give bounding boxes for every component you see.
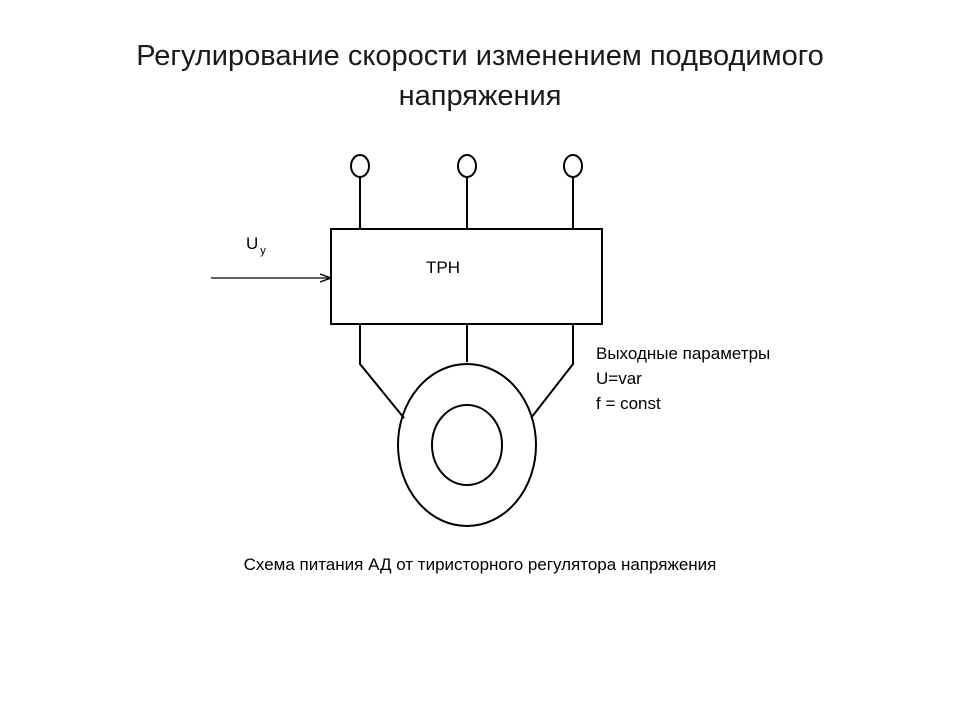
slide-title: Регулирование скорости изменением подвод…: [0, 36, 960, 116]
output-parameters-heading: Выходные параметры: [596, 344, 771, 363]
slide-title-line-2: напряжения: [398, 80, 562, 112]
output-voltage-param: U=var: [596, 369, 642, 388]
control-input-label-subscript: у: [260, 245, 266, 257]
output-frequency-param: f = const: [596, 394, 661, 413]
output-line-left: [359, 324, 405, 419]
motor-rotor: [431, 404, 503, 486]
output-parameters: Выходные параметры U=var f = const: [596, 341, 770, 416]
regulator-block: [330, 228, 603, 325]
supply-terminal-3: [563, 154, 583, 178]
motor-stator: [397, 363, 537, 527]
output-line-right: [530, 324, 574, 419]
supply-terminal-2: [457, 154, 477, 178]
control-input-label-main: U: [246, 234, 258, 253]
diagram-caption: Схема питания АД от тиристорного регулят…: [243, 555, 717, 574]
regulator-block-label: ТРН: [426, 258, 460, 277]
supply-terminal-1: [350, 154, 370, 178]
slide-title-line-1: Регулирование скорости изменением подвод…: [136, 40, 824, 72]
